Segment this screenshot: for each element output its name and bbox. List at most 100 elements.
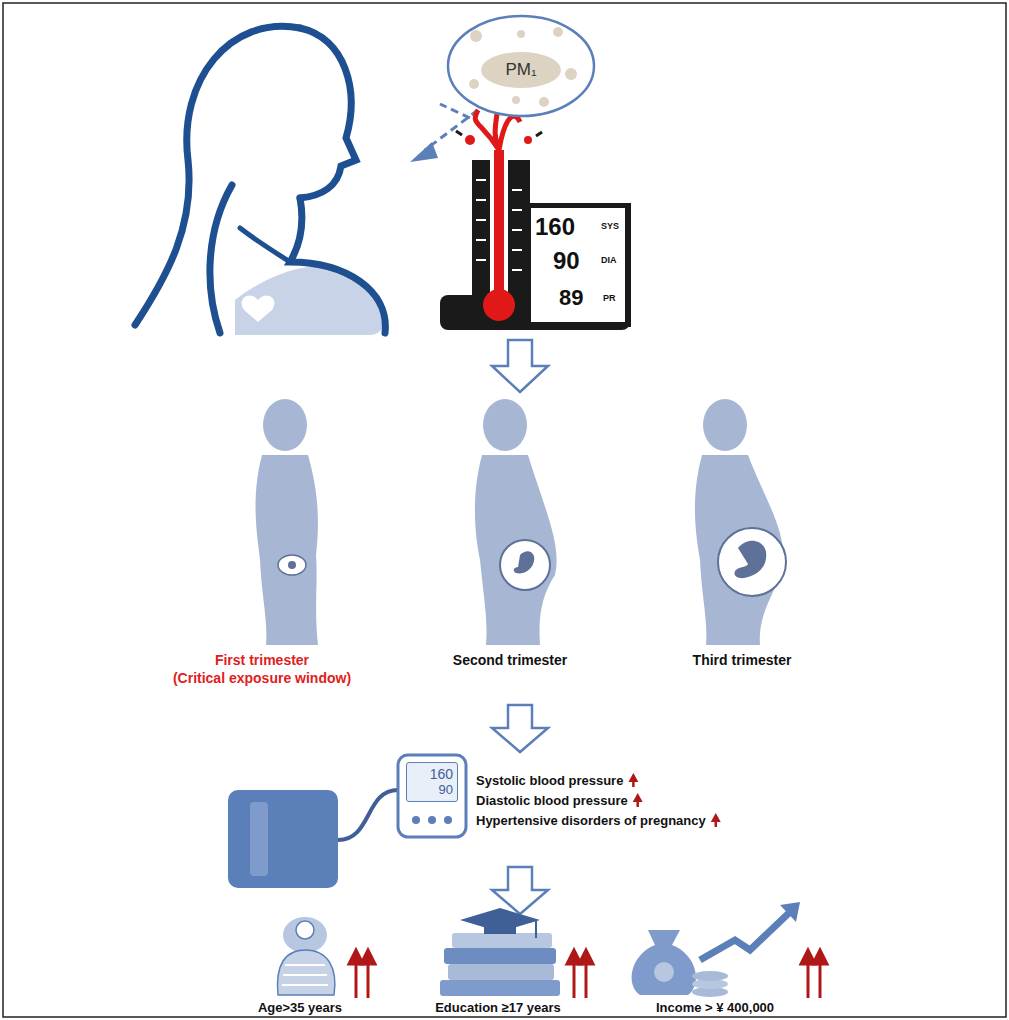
trimester-figures-part-part [256, 455, 318, 645]
cuff-monitor-part [444, 816, 452, 824]
inhalation-pointer-part [440, 104, 470, 118]
trimester-figures-part-part [475, 455, 557, 645]
income-icon-part [700, 912, 790, 960]
blood-pressure-gauge-part [476, 180, 522, 270]
modifier-label: Age>35 years [258, 1000, 342, 1015]
trimester-label: Second trimester [453, 652, 567, 668]
trimester-figures [256, 399, 786, 645]
income-rise-arrows-part [819, 962, 822, 998]
cuff-monitor-part [250, 802, 268, 876]
cuff-monitor-part [428, 816, 436, 824]
blood-pressure-gauge-part [483, 289, 515, 321]
trimester-figures-part [718, 528, 786, 596]
blood-pressure-gauge-part [524, 136, 532, 144]
outcome-label: Systolic blood pressure [476, 773, 623, 788]
income-rise-arrows-part [807, 962, 810, 998]
books-icon-part [440, 980, 560, 996]
trimester-figures-part-part [703, 399, 747, 451]
flow-arrows-part [492, 867, 548, 914]
particle-dot [469, 79, 479, 89]
trimester-figures-part [256, 399, 784, 645]
bubble-ring [448, 16, 594, 116]
age-icon-part [282, 965, 328, 985]
trimester-label: First trimester [215, 652, 309, 668]
trimester-note: (Critical exposure window) [173, 670, 351, 686]
blood-pressure-gauge-part-part [476, 259, 486, 261]
particle-dot [565, 68, 577, 80]
cuff-monitor-part [412, 816, 420, 824]
income-icon-part [632, 930, 696, 995]
trimester-figures-part [288, 561, 296, 569]
particle-dot [470, 30, 482, 42]
inhalation-pointer-part [425, 110, 478, 150]
particle-dot [553, 27, 563, 37]
income-icon-part [780, 902, 800, 922]
outcome-label: Hypertensive disorders of pregnancy [476, 813, 706, 828]
income-icon-part [654, 962, 674, 982]
blood-pressure-gauge-part [494, 150, 504, 300]
pregnant-woman-part [135, 26, 300, 325]
pregnant-woman-part [290, 198, 385, 333]
age-rise-arrows [349, 950, 375, 998]
cuff-monitor [228, 755, 466, 888]
books-icon-part [444, 948, 556, 964]
gauge-display: 160 90 89 SYS DIA PR [531, 208, 625, 322]
trimester-figures-part-part [263, 399, 307, 451]
age-icon-part [296, 921, 314, 939]
particle-dot [517, 30, 525, 38]
modifier-label: Education ≥17 years [435, 1000, 561, 1015]
income-rise-arrows [801, 950, 827, 998]
age-rise-arrows-part [355, 962, 358, 998]
inhalation-pointer-part [410, 142, 438, 162]
flow-arrows-part [492, 340, 548, 392]
node-text: 89 [559, 286, 583, 310]
flow-arrows-part [492, 705, 548, 752]
particle-bubble: PM₁ [446, 14, 596, 118]
age-rise-arrows-part [367, 962, 370, 998]
increase-arrow-head [633, 793, 643, 802]
blood-pressure-gauge-part-part [476, 219, 486, 221]
books-icon-part [535, 921, 537, 938]
trimester-figures-part [278, 555, 306, 575]
increase-arrow-head [711, 813, 721, 822]
blood-pressure-gauge [440, 95, 631, 330]
particle [481, 52, 561, 88]
node-text: 160 [535, 214, 575, 240]
trimester-figures-part-part [483, 399, 527, 451]
particle-dot [512, 96, 520, 104]
blood-pressure-gauge-part-part [512, 269, 522, 271]
age-icon-part [277, 950, 334, 995]
node-text: 160 [430, 767, 453, 782]
blood-pressure-gauge-part-part [512, 209, 522, 211]
cuff-monitor-part [338, 790, 398, 840]
blood-pressure-gauge-part-part [476, 239, 486, 241]
income-rise-arrows-part [813, 950, 827, 964]
node-text: PM₁ [505, 61, 536, 80]
blood-pressure-gauge-part [456, 131, 542, 136]
blood-pressure-gauge-part [490, 150, 508, 300]
particle-dot [539, 97, 549, 107]
blood-pressure-gauge-part [465, 135, 475, 145]
pregnant-woman-part [240, 228, 290, 262]
pregnant-woman-part [300, 28, 356, 198]
income-icon-part [692, 971, 728, 981]
blood-pressure-gauge-part-part [512, 249, 522, 251]
node-text: SYS [601, 222, 619, 232]
income-icon [632, 902, 800, 997]
increase-arrow-head [628, 773, 638, 782]
age-icon [277, 917, 334, 995]
node-text: PR [603, 294, 616, 304]
node-text: DIA [601, 256, 617, 266]
monitor-screen: 16090 [406, 762, 458, 802]
blood-pressure-gauge-part-part [512, 189, 522, 191]
age-rise-arrows-part [361, 950, 375, 964]
cuff-monitor-part [398, 755, 466, 837]
outcome-label: Diastolic blood pressure [476, 793, 628, 808]
cuff-monitor-part [228, 790, 338, 888]
node-text: 90 [553, 248, 580, 274]
blood-pressure-gauge-part [525, 203, 631, 327]
pregnant-woman-part [242, 295, 275, 322]
trimester-figures-part [734, 541, 766, 578]
blood-pressure-gauge-part-part [512, 229, 522, 231]
